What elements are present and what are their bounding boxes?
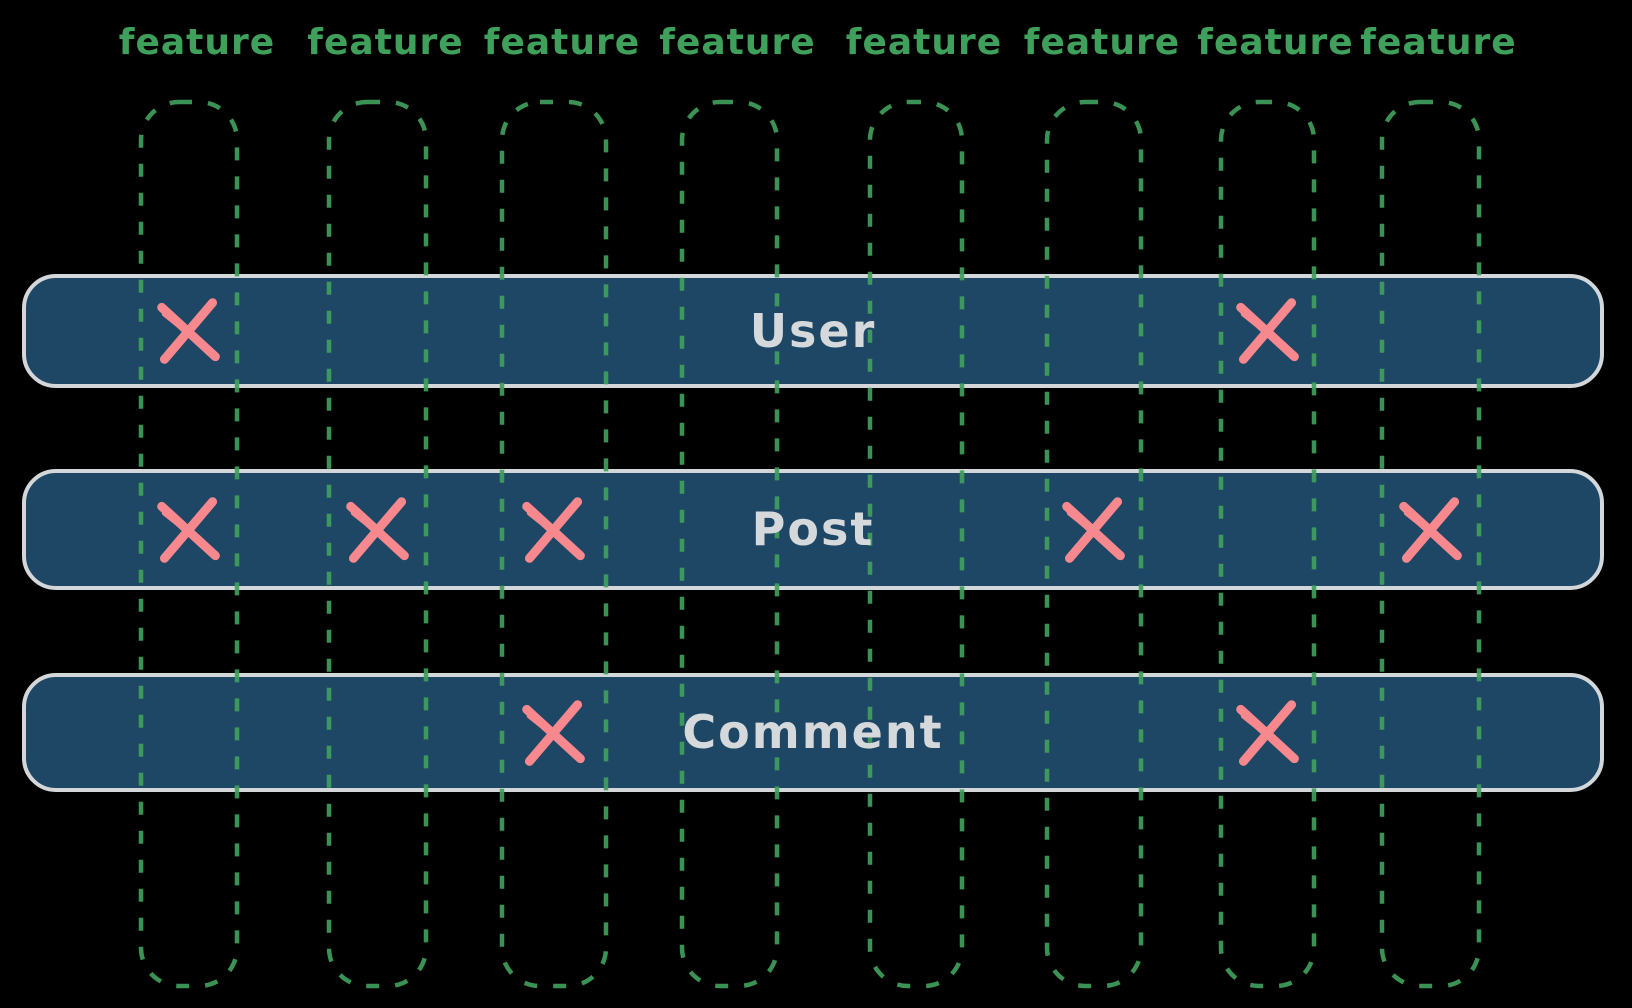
entity-bar-comment [22,673,1604,792]
entity-bar-post [22,469,1604,590]
entity-bar-user [22,274,1604,388]
